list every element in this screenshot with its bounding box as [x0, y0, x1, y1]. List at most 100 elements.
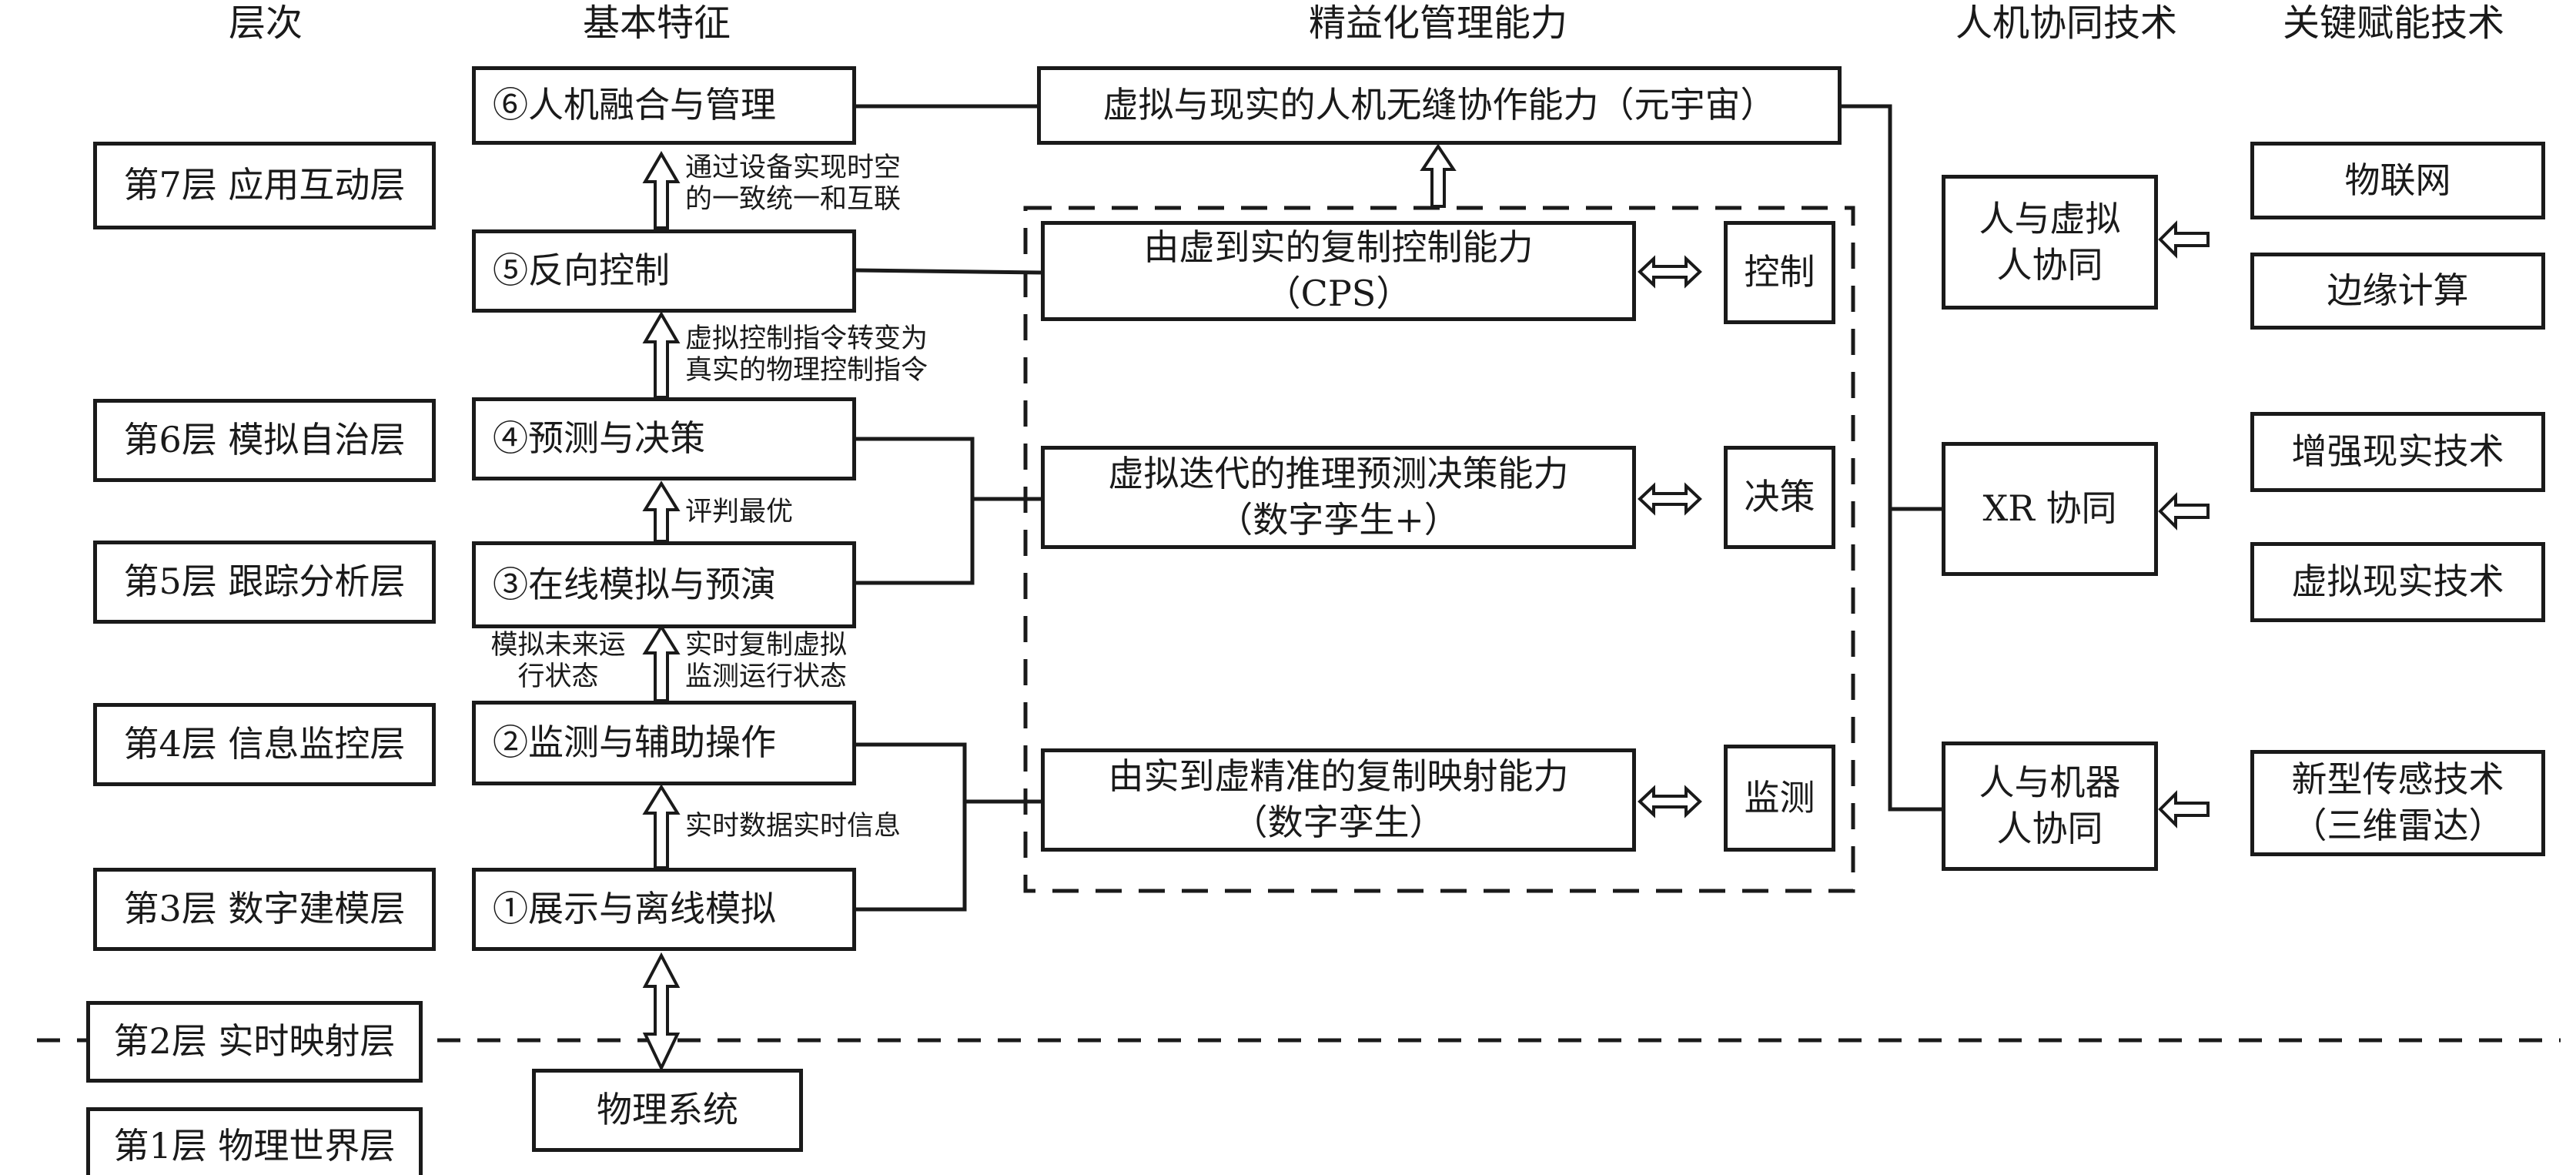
double-arrow-icon: [1638, 785, 1702, 818]
metaverse-capability-box: 虚拟与现实的人机无缝协作能力（元宇宙）: [1037, 66, 1842, 145]
feature-label: ①展示与离线模拟: [493, 888, 776, 930]
feature-1-box: ①展示与离线模拟: [472, 868, 856, 951]
capability-sublabel: （数字孪生）: [1232, 802, 1445, 843]
decision-tag-box: 决策: [1724, 446, 1835, 549]
enabling-sublabel: （三维雷达）: [2291, 805, 2504, 846]
note-1-to-2: 实时数据实时信息: [685, 811, 901, 842]
control-tag-box: 控制: [1724, 221, 1835, 324]
note-line: 评判最优: [685, 497, 794, 527]
header-lean-capability: 精益化管理能力: [1308, 2, 1568, 45]
sensing-tech-box: 新型传感技术（三维雷达）: [2250, 750, 2545, 856]
double-arrow-icon: [1638, 255, 1702, 289]
note-4-to-5: 虚拟控制指令转变为 真实的物理控制指令: [685, 323, 928, 387]
note-5-to-6: 通过设备实现时空 的一致统一和互联: [685, 152, 901, 216]
up-arrow-icon: [1420, 143, 1457, 208]
up-arrow-icon: [642, 784, 681, 869]
header-hmc-tech: 人机协同技术: [1955, 2, 2178, 45]
capability-label: 由虚到实的复制控制能力: [1143, 226, 1534, 269]
dt-plus-capability-box: 虚拟迭代的推理预测决策能力（数字孪生+）: [1041, 446, 1636, 549]
dt-capability-box: 由实到虚精准的复制映射能力（数字孪生）: [1041, 748, 1636, 852]
hmc-label: 人与虚拟: [1979, 197, 2121, 239]
double-arrow-icon: [1638, 482, 1702, 516]
feature-6-box: ⑥人机融合与管理: [472, 66, 856, 145]
layer-5-box: 第5层 跟踪分析层: [93, 541, 436, 624]
monitor-tag-box: 监测: [1724, 745, 1835, 852]
left-arrow-icon: [2158, 492, 2210, 531]
layer-label: 第1层 物理世界层: [113, 1125, 396, 1167]
iot-box: 物联网: [2250, 142, 2545, 219]
layer-label: 第7层 应用互动层: [123, 164, 406, 206]
edge-computing-box: 边缘计算: [2250, 253, 2545, 330]
enabling-label: 虚拟现实技术: [2291, 561, 2504, 603]
capability-label: 虚拟迭代的推理预测决策能力: [1108, 453, 1569, 495]
left-arrow-icon: [2158, 790, 2210, 829]
note-2-to-3-right: 实时复制虚拟 监测运行状态: [685, 630, 847, 694]
capability-sublabel: （数字孪生+）: [1217, 499, 1460, 541]
tag-label: 监测: [1744, 776, 1815, 818]
tag-label: 控制: [1744, 251, 1815, 293]
note-2-to-3-left: 模拟未来运 行状态: [477, 630, 639, 694]
layer-2-box: 第2层 实时映射层: [86, 1001, 423, 1083]
enabling-label: 物联网: [2344, 159, 2451, 201]
note-line: 模拟未来运: [490, 630, 626, 661]
human-robot-collab-box: 人与机器人协同: [1942, 741, 2158, 871]
up-arrow-icon: [642, 151, 681, 229]
feature-label: ④预测与决策: [493, 417, 705, 460]
connector-bracket: [856, 437, 975, 585]
capability-label: 虚拟与现实的人机无缝协作能力（元宇宙）: [1102, 84, 1776, 126]
up-arrow-icon: [642, 480, 681, 543]
note-3-to-4: 评判最优: [685, 497, 793, 528]
hmc-label: XR 协同: [1982, 487, 2117, 530]
feature-3-box: ③在线模拟与预演: [472, 541, 856, 628]
enabling-label: 新型传感技术: [2291, 758, 2504, 801]
layer-6-box: 第6层 模拟自治层: [93, 399, 436, 482]
header-layers: 层次: [228, 2, 303, 45]
cps-capability-box: 由虚到实的复制控制能力（CPS）: [1041, 221, 1636, 321]
hmc-label: 人与机器: [1979, 762, 2121, 804]
note-line: 监测运行状态: [685, 661, 848, 693]
note-line: 的一致统一和互联: [685, 184, 902, 216]
layer-label: 第6层 模拟自治层: [123, 419, 406, 461]
connector-line: [855, 268, 1042, 275]
layer-3-box: 第3层 数字建模层: [93, 868, 436, 951]
connector-trunk: [1842, 104, 1942, 812]
left-arrow-icon: [2158, 220, 2210, 259]
note-line: 行状态: [517, 661, 599, 693]
feature-label: ②监测与辅助操作: [493, 721, 776, 764]
layer-label: 第4层 信息监控层: [123, 723, 406, 765]
note-line: 虚拟控制指令转变为: [685, 323, 928, 354]
vr-tech-box: 虚拟现实技术: [2250, 542, 2545, 622]
enabling-label: 边缘计算: [2327, 269, 2469, 312]
ar-tech-box: 增强现实技术: [2250, 412, 2545, 492]
feature-5-box: ⑤反向控制: [472, 229, 856, 313]
feature-label: ⑥人机融合与管理: [493, 84, 776, 126]
layer-label: 第5层 跟踪分析层: [123, 561, 406, 603]
physical-system-label: 物理系统: [597, 1089, 738, 1131]
feature-label: ③在线模拟与预演: [493, 563, 776, 605]
up-arrow-icon: [642, 624, 681, 702]
note-line: 通过设备实现时空: [685, 152, 902, 183]
layer-4-box: 第4层 信息监控层: [93, 703, 436, 786]
physical-system-box: 物理系统: [532, 1069, 803, 1152]
hmc-label: 人协同: [1996, 243, 2103, 286]
double-arrow-icon: [642, 952, 681, 1072]
up-arrow-icon: [642, 311, 681, 399]
tag-label: 决策: [1744, 476, 1815, 518]
feature-4-box: ④预测与决策: [472, 397, 856, 480]
capability-sublabel: （CPS）: [1265, 273, 1412, 314]
enabling-label: 增强现实技术: [2291, 430, 2504, 473]
layer-label: 第3层 数字建模层: [123, 888, 406, 930]
header-enabling-tech: 关键赋能技术: [2282, 2, 2505, 45]
human-virtual-collab-box: 人与虚拟人协同: [1942, 175, 2158, 310]
feature-2-box: ②监测与辅助操作: [472, 701, 856, 785]
note-line: 实时数据实时信息: [685, 811, 902, 842]
note-line: 真实的物理控制指令: [685, 355, 928, 387]
layer-label: 第2层 实时映射层: [113, 1020, 396, 1063]
layer-1-box: 第1层 物理世界层: [86, 1107, 423, 1175]
feature-label: ⑤反向控制: [493, 249, 670, 292]
header-features: 基本特征: [582, 2, 731, 45]
connector-bracket: [856, 742, 967, 912]
hmc-label: 人协同: [1996, 808, 2103, 849]
